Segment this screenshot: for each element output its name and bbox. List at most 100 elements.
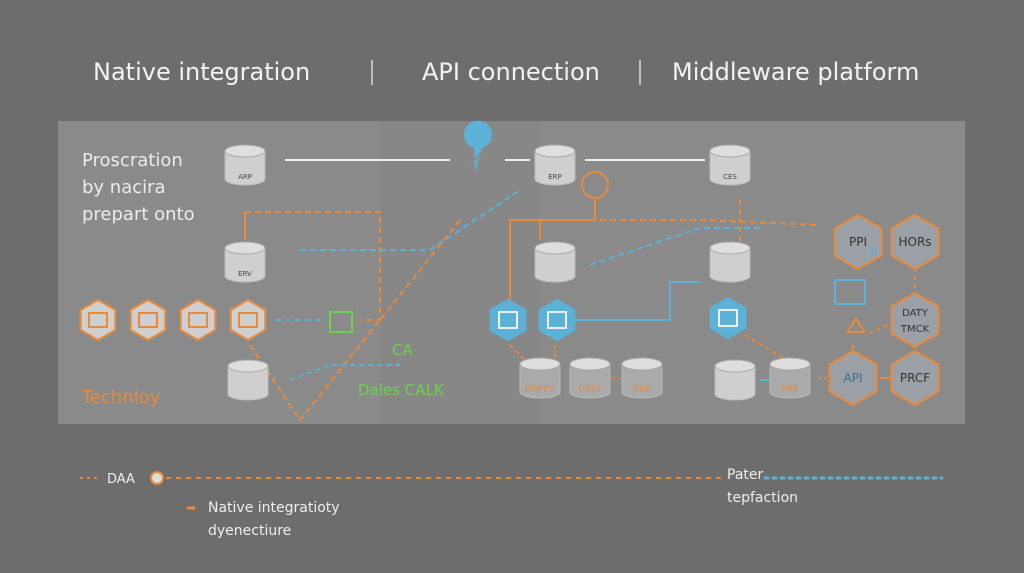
hub-hex [833,213,883,271]
database-top [709,144,751,158]
database-icon [569,364,611,399]
hub-extra-label: R [870,245,878,259]
connector-line [575,281,700,321]
database-icon [769,364,811,399]
database-label: DBE [633,385,652,395]
machine-icon [88,312,108,328]
panel-shade [380,121,540,424]
database-cylinder [714,359,756,401]
connector-line [300,189,521,251]
hub-label: PRCF [900,371,930,385]
database-label: PRE [781,385,799,395]
heading-native-integration: Native integration [93,58,310,86]
legend-node-dot [150,471,164,485]
database-label: ARP [238,173,252,181]
database-icon [534,248,576,283]
app-icon [834,279,866,305]
database-top [534,241,576,255]
arrow-icon: ➡ [186,501,196,515]
database-top [621,357,663,371]
database-cylinder: CES [709,144,751,186]
hub-label: PPI [849,235,867,249]
hub-hex [890,349,940,407]
check-icon [466,153,481,165]
legend-pater-label: Pater [727,467,763,483]
green-label: CA [392,341,413,359]
database-icon [519,364,561,399]
database-cylinder [709,241,751,283]
database-icon [709,248,751,283]
note-line: prepart onto [82,204,195,225]
database-top [224,241,266,255]
hub-label: DATY [902,308,929,319]
database-cylinder: CATE [569,357,611,399]
connector-line [600,219,821,226]
database-label: CATE [579,385,602,395]
machine-icon [138,312,158,328]
database-cylinder: PDFES [519,357,561,399]
process-hex [79,298,117,342]
database-label: PDFES [526,385,555,395]
process-hex [129,298,167,342]
green-label: Dales CALK [358,381,445,399]
database-icon [227,366,269,401]
hub-hex [890,291,940,349]
database-icon [714,366,756,401]
database-top [534,144,576,158]
database-label: CES [723,173,737,181]
heading-middleware-platform: Middleware platform [672,58,919,86]
green-doc-icon [329,311,353,333]
database-top [519,357,561,371]
service-hex [709,296,747,340]
heading-api-connection: API connection [422,58,600,86]
machine-icon [188,312,208,328]
hub-label: API [844,371,863,385]
lambda-icon [581,171,609,199]
service-hex [538,298,576,342]
hub-hex [828,349,878,407]
note-line: Proscration [82,150,183,171]
database-cylinder: ARP [224,144,266,186]
service-hex [489,298,527,342]
chart-icon [718,309,738,327]
connector-line [509,200,596,300]
database-icon [224,248,266,283]
legend-data-label: DAA [107,472,135,487]
process-hex [229,298,267,342]
process-hex [179,298,217,342]
technology-label: Technloy [81,387,161,408]
database-top [709,241,751,255]
connector-line [864,321,896,336]
database-icon [224,151,266,186]
chart-icon [498,311,518,329]
hub-label: TMCK [900,324,930,335]
database-icon [534,151,576,186]
database-top [714,359,756,373]
database-cylinder: PRE [769,357,811,399]
warning-icon [846,315,866,333]
database-top [224,144,266,158]
database-cylinder [534,241,576,283]
chart-icon [547,311,567,329]
check-pin-icon [464,120,493,172]
note-line: by nacira [82,177,166,198]
database-cylinder: DBE [621,357,663,399]
database-top [227,359,269,373]
database-top [769,357,811,371]
legend-pater-label: tepfaction [727,490,798,506]
database-icon [709,151,751,186]
database-cylinder: ERV [224,241,266,283]
machine-icon [238,312,258,328]
legend-native-label: Native integratioty [208,500,340,516]
database-top [569,357,611,371]
connectors [244,159,916,422]
hub-hex [890,213,940,271]
legend: DAA Pater tepfaction ➡ Native integratio… [80,467,944,539]
database-label: ERP [548,173,562,181]
connector-line [245,211,381,321]
database-cylinder [227,359,269,401]
hub-label: HORs [898,235,931,249]
database-icon [621,364,663,399]
database-label: ERV [238,270,252,278]
